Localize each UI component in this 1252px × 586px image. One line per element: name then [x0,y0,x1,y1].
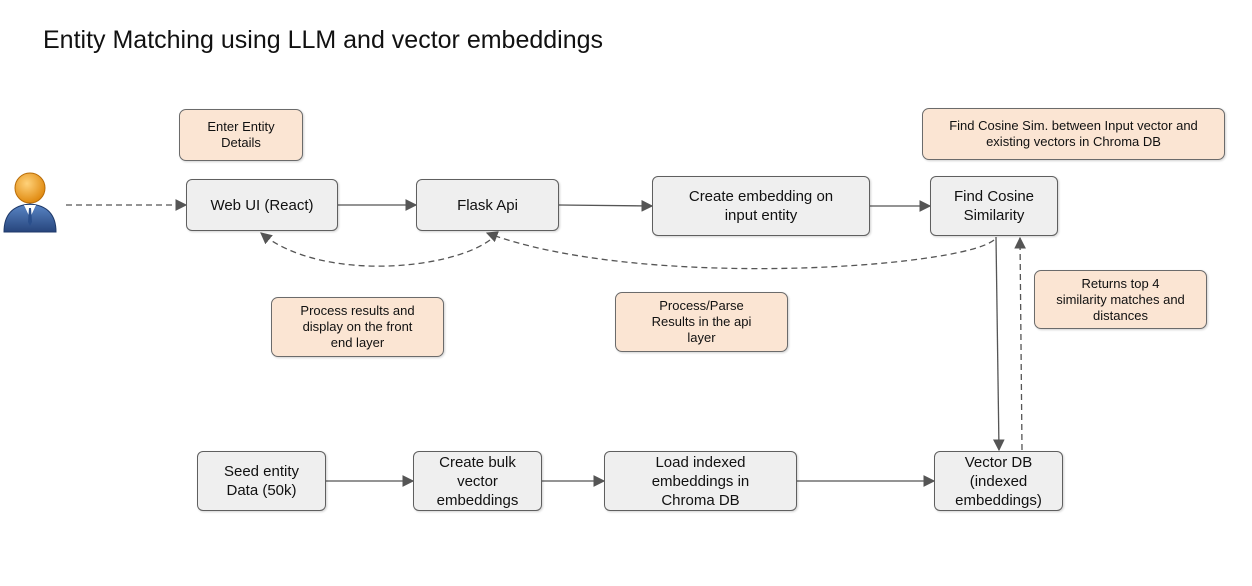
user-avatar-icon [3,172,57,233]
note-returns-top: Returns top 4 similarity matches and dis… [1034,270,1207,329]
edge-flask-to-embedding [558,200,654,212]
node-find-cosine: Find Cosine Similarity [930,176,1058,236]
node-flask-api-label: Flask Api [457,196,518,214]
node-create-bulk: Create bulk vector embeddings [413,451,542,511]
note-find-cosine: Find Cosine Sim. between Input vector an… [922,108,1225,160]
diagram-title: Entity Matching using LLM and vector emb… [43,26,604,54]
note-process-results: Process results and display on the front… [271,297,444,357]
node-create-embedding-label: Create embedding on input entity [688,188,834,224]
edge-cosine-to-flask [485,231,995,270]
node-load-indexed-label: Load indexed embeddings in Chroma DB [651,453,750,509]
note-enter-entity: Enter Entity Details [179,109,303,161]
edge-cosine-to-vectordb [993,236,1005,452]
node-load-indexed: Load indexed embeddings in Chroma DB [604,451,797,511]
note-process-parse-label: Process/Parse Results in the api layer [651,298,752,345]
edge-vectordb-to-cosine [1014,236,1026,451]
node-web-ui: Web UI (React) [186,179,338,231]
note-returns-top-label: Returns top 4 similarity matches and dis… [1056,275,1185,323]
note-process-parse: Process/Parse Results in the api layer [615,292,788,352]
node-find-cosine-label: Find Cosine Similarity [953,188,1035,224]
node-web-ui-label: Web UI (React) [210,196,314,214]
node-seed-entity: Seed entity Data (50k) [197,451,326,511]
note-process-results-label: Process results and display on the front… [300,303,415,350]
node-create-bulk-label: Create bulk vector embeddings [436,453,519,509]
edge-flask-to-webui [260,232,491,267]
node-vector-db: Vector DB (indexed embeddings) [934,451,1063,511]
node-seed-entity-label: Seed entity Data (50k) [223,463,300,499]
node-create-embedding: Create embedding on input entity [652,176,870,236]
node-vector-db-label: Vector DB (indexed embeddings) [955,453,1042,509]
node-flask-api: Flask Api [416,179,559,231]
note-find-cosine-label: Find Cosine Sim. between Input vector an… [949,118,1198,149]
note-enter-entity-label: Enter Entity Details [207,119,275,150]
